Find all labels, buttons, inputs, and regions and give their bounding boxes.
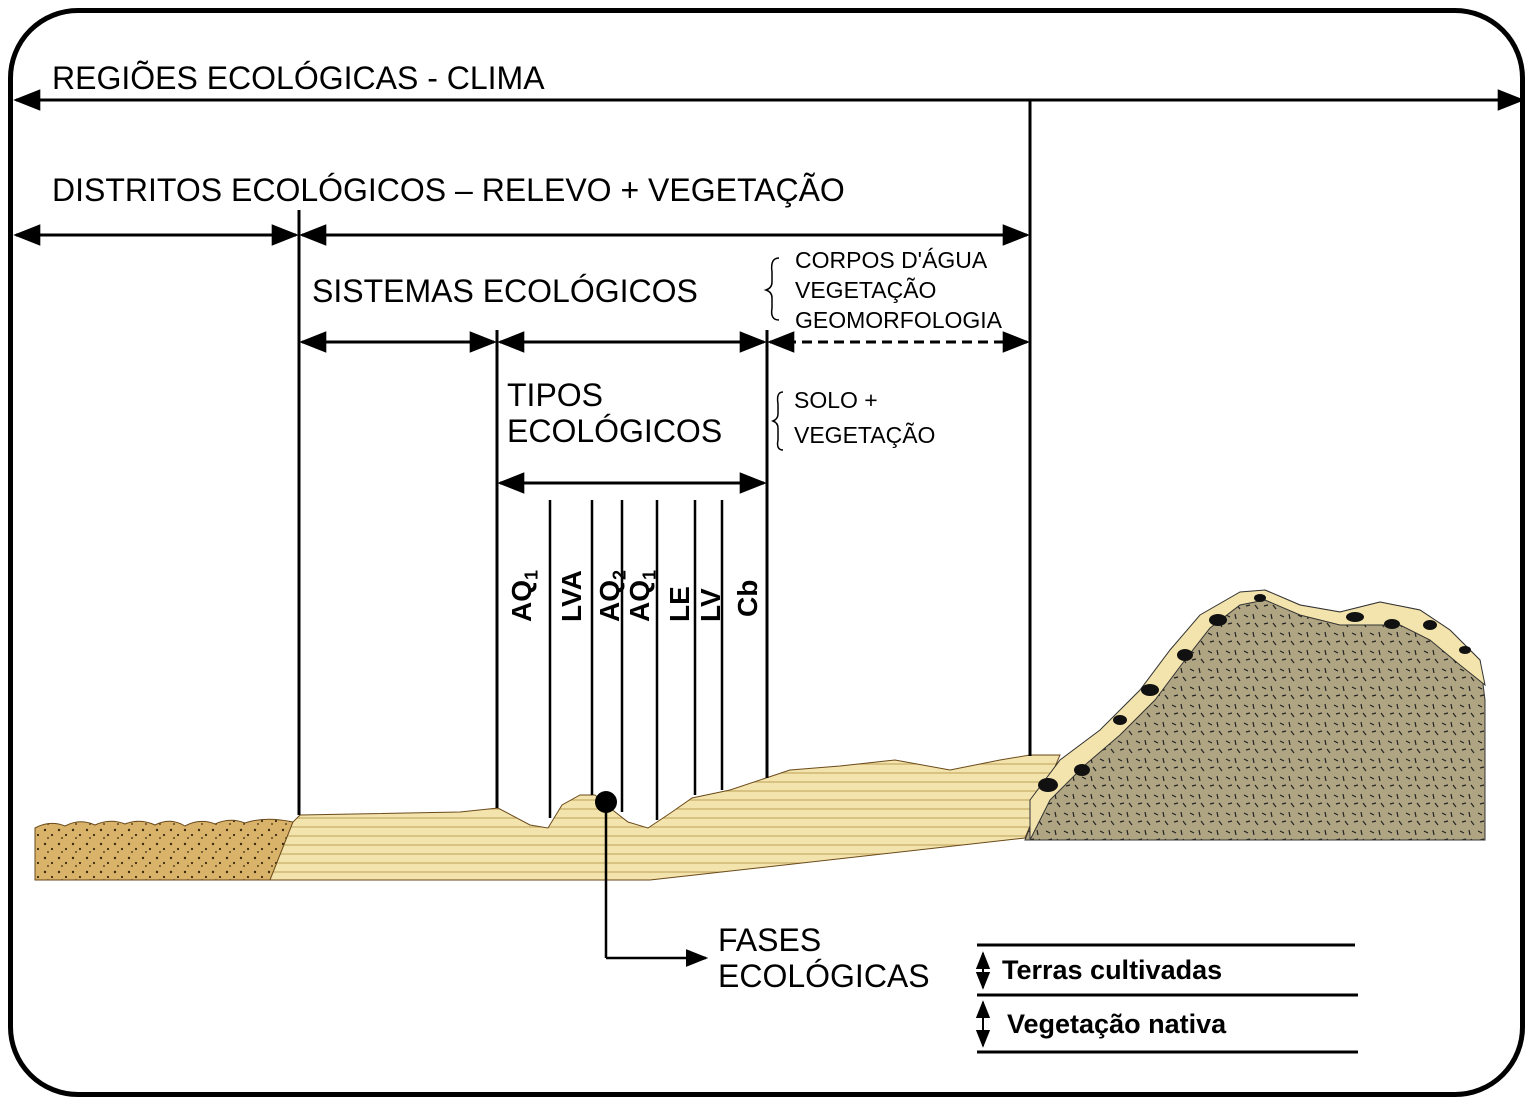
tipos-brace-item-2: VEGETAÇÃO [794, 422, 936, 448]
tipos-label-line-2: ECOLÓGICOS [507, 413, 723, 449]
soil-type-sub: 1 [521, 569, 542, 580]
fases-leader [604, 812, 709, 967]
phase-point [595, 791, 617, 813]
sistemas-brace-item-2: VEGETAÇÃO [795, 277, 937, 303]
sistemas-brace [763, 257, 780, 321]
soil-type-label: Cb [732, 580, 769, 617]
gravel-band [1029, 589, 1486, 841]
landscape-profile [34, 589, 1486, 881]
scale-arrows [13, 89, 1525, 494]
distritos-label: DISTRITOS ECOLÓGICOS – RELEVO + VEGETAÇÃ… [52, 172, 845, 208]
soil-type-label: LVA [556, 570, 593, 622]
layered-sediment [269, 754, 1061, 881]
legend-native: Vegetação nativa [1007, 1009, 1227, 1039]
soil-type-base: Cb [732, 579, 763, 617]
tipos-label-line-1: TIPOS [507, 377, 604, 413]
soil-type-base: LVA [556, 570, 587, 622]
fases-label-line-1: FASES [718, 922, 822, 958]
soil-type-base: AQ [594, 580, 625, 622]
soil-type-label: AQ1 [506, 570, 543, 622]
sistemas-brace-item-1: CORPOS D'ÁGUA [795, 247, 988, 273]
gravel-clasts [1038, 594, 1471, 792]
soil-type-label: AQ1 [624, 570, 661, 622]
sistemas-label: SISTEMAS ECOLÓGICOS [312, 273, 698, 309]
soil-type-base: LE [664, 586, 695, 622]
regioes-label: REGIÕES ECOLÓGICAS - CLIMA [52, 60, 545, 96]
soil-type-base: LV [695, 588, 726, 622]
tipos-brace [770, 391, 784, 451]
legend-cultivated: Terras cultivadas [1002, 955, 1223, 985]
phase-legend [975, 943, 1358, 1054]
diagram-frame [8, 8, 1525, 1097]
tipos-brace-item-1: SOLO + [794, 387, 878, 413]
soil-type-sub: 1 [639, 569, 660, 580]
sand-unit [34, 818, 294, 881]
soil-type-label: LV [695, 588, 732, 622]
boundary-lines [297, 100, 1032, 815]
soil-type-base: AQ [624, 580, 655, 622]
soil-type-lines [548, 500, 724, 820]
fases-label-line-2: ECOLÓGICAS [718, 958, 930, 994]
soil-type-base: AQ [506, 580, 537, 622]
sistemas-brace-item-3: GEOMORFOLOGIA [795, 307, 1003, 333]
